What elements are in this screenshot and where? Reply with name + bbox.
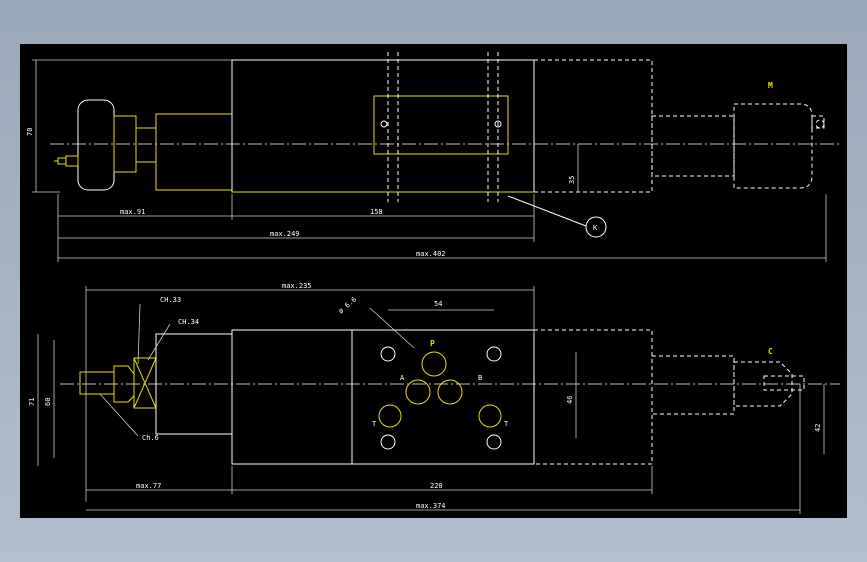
bottom-view: P A B T T max.235 54 ø 6.6 CH.33 CH.34 C…	[28, 282, 840, 514]
mount-hole-bl	[380, 434, 396, 450]
mount-hole-tr	[486, 346, 502, 362]
dim-hole: ø 6.6	[337, 296, 358, 316]
bottom-body-left	[231, 329, 353, 465]
dim-top-height: 70	[26, 128, 34, 136]
label-port-t1: T	[372, 420, 377, 428]
label-port-b: B	[478, 374, 482, 382]
label-port-p: P	[430, 339, 435, 348]
dim-wrench2: CH.34	[178, 318, 199, 326]
port-b	[437, 379, 463, 405]
top-right-body-hidden	[533, 59, 653, 193]
port-t1	[378, 404, 402, 428]
mount-hole-br	[486, 434, 502, 450]
top-knob-tip	[57, 157, 67, 165]
dim-height1: 71	[28, 398, 36, 406]
top-view: 70 35 max.91 158 max.249 max.402 K M	[26, 52, 840, 262]
label-port-t2: T	[504, 420, 509, 428]
port-p	[421, 351, 447, 377]
dim-top-overall2: max.402	[416, 250, 446, 258]
dim-ports-span: 54	[434, 300, 442, 308]
top-right-knob-hidden	[733, 103, 813, 189]
mount-hole-tl	[380, 346, 396, 362]
top-right-solenoid-hidden	[651, 115, 735, 177]
dim-wrench1: CH.33	[160, 296, 181, 304]
dim-bottom-overall: max.374	[416, 502, 446, 510]
top-valve-body	[231, 59, 535, 193]
label-port-a: A	[400, 374, 405, 382]
callout-k-label: K	[593, 224, 598, 232]
callout-k-circle	[585, 216, 607, 238]
dim-height2: 60	[44, 398, 52, 406]
top-bracket	[373, 95, 509, 155]
dim-wrench3: Ch.6	[142, 434, 159, 442]
solenoid-m-label: M	[768, 81, 773, 90]
bottom-valve-face	[351, 329, 535, 465]
top-left-solenoid	[155, 113, 233, 191]
drawing-canvas: 70 35 max.91 158 max.249 max.402 K M	[26, 52, 840, 514]
dim-top-offset: 35	[568, 176, 576, 184]
dim-bottom-body: 220	[430, 482, 443, 490]
cad-viewport[interactable]: 70 35 max.91 158 max.249 max.402 K M	[20, 44, 847, 518]
top-knob-collar	[135, 127, 157, 163]
dim-bottom-top: max.235	[282, 282, 312, 290]
solenoid-c-label: C	[768, 347, 773, 356]
top-knob-stem	[65, 155, 79, 167]
dim-top-overall1: max.249	[270, 230, 300, 238]
port-a	[405, 379, 431, 405]
top-knurled-knob	[77, 99, 115, 191]
port-t2	[478, 404, 502, 428]
dim-right-offset: 42	[814, 424, 822, 432]
dim-bottom-left: max.77	[136, 482, 161, 490]
dim-port-pitch: 46	[566, 396, 574, 404]
dim-top-body: 158	[370, 208, 383, 216]
dim-top-left: max.91	[120, 208, 145, 216]
bottom-stem	[79, 371, 115, 395]
